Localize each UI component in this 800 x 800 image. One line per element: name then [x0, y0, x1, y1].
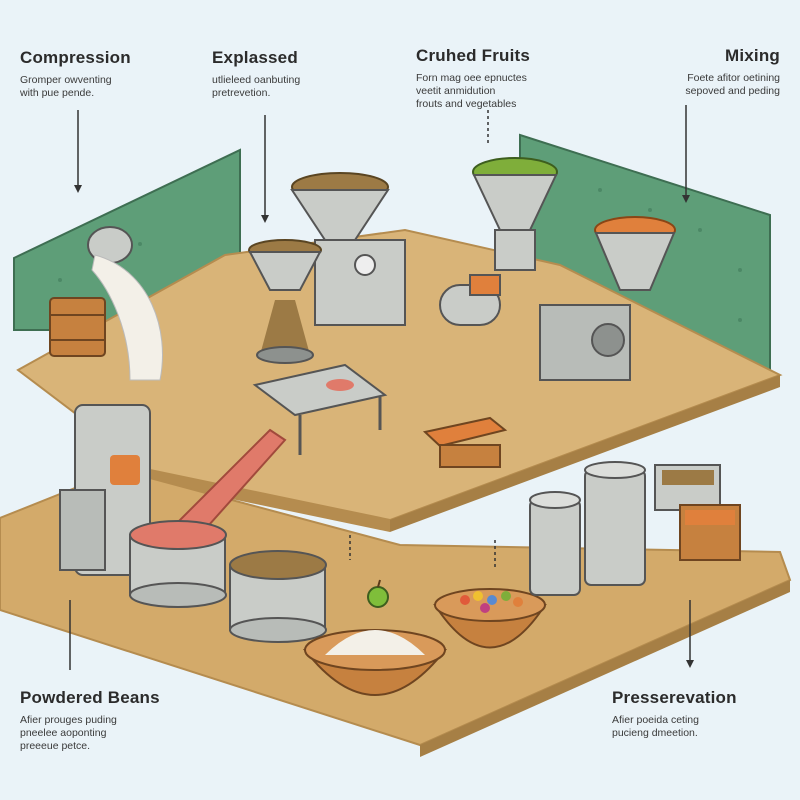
powdered-beans-desc: Afier prouges puding pneelee aoponting p…: [20, 714, 117, 752]
label-crushed-fruits: Cruhed Fruits Forn mag oee epnuctes veet…: [416, 46, 530, 111]
label-explassed: Explassed utlieleed oanbuting pretreveti…: [212, 48, 300, 100]
wooden-barrel: [49, 297, 106, 357]
explassed-desc: utlieleed oanbuting pretrevetion.: [212, 74, 301, 99]
powdered-beans-title: Powdered Beans: [20, 688, 160, 707]
upper-floor-edge: [150, 470, 390, 532]
lower-floor-edge: [420, 580, 790, 757]
preservation-desc: Afier poeida ceting pucieng dmeetion.: [612, 714, 699, 739]
beans-pot: [229, 550, 327, 643]
preservation-tank: [529, 461, 646, 596]
explassed-title: Explassed: [212, 48, 298, 67]
powder-bowl: [302, 629, 448, 696]
label-mixing: Mixing Foete afitor oetining sepoved and…: [620, 46, 780, 98]
bean-hopper-machine: [290, 172, 406, 326]
crushed-fruit-hopper: [439, 157, 558, 326]
label-preservation: Presserevation Afier poeida ceting pucie…: [612, 688, 737, 740]
wall-texture: [58, 188, 742, 322]
label-powdered-beans: Powdered Beans Afier prouges puding pnee…: [20, 688, 160, 753]
label-compression: Compression Gromper owventing with pue p…: [20, 48, 131, 100]
mixed-fruit-bowl: [433, 588, 547, 649]
preservation-title: Presserevation: [612, 688, 737, 707]
mixing-desc: Foete afitor oetining sepoved and peding: [685, 72, 780, 97]
paste-pot: [129, 520, 227, 608]
fruit-crate: [422, 416, 508, 468]
mixing-hopper: [539, 216, 676, 381]
callout-arrows: [69, 105, 694, 670]
second-hopper: [248, 239, 322, 364]
crushed-fruits-title: Cruhed Fruits: [416, 46, 531, 65]
crushed-fruits-desc: Forn mag oee epnuctes veetit anmidution …: [416, 72, 527, 110]
compression-title: Compression: [20, 48, 131, 67]
compression-desc: Gromper owventing with pue pende.: [20, 74, 112, 99]
mixing-title: Mixing: [724, 46, 780, 65]
preservation-box: [654, 464, 741, 561]
powder-chute: [87, 226, 163, 381]
workbench: [252, 363, 388, 455]
apple: [367, 579, 389, 608]
upper-floor-edge-right: [390, 375, 780, 532]
